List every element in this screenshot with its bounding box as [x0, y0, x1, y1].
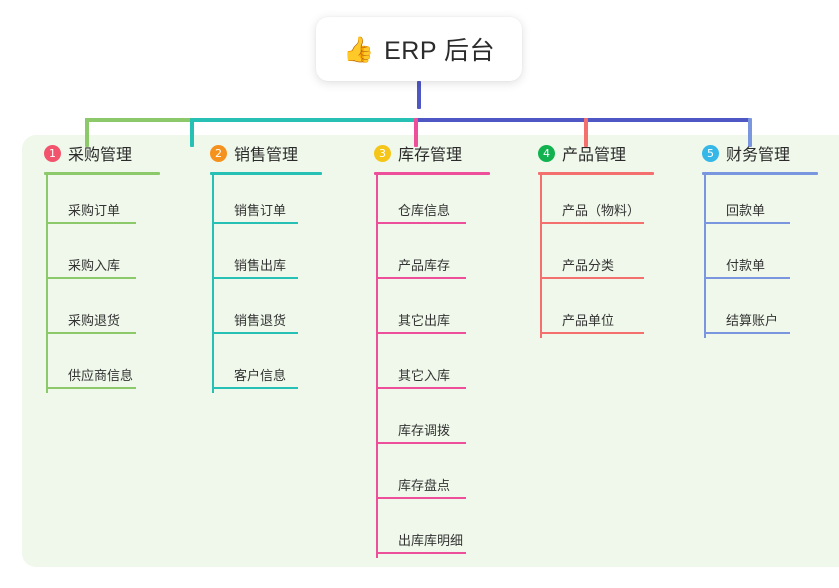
tree-item-rule [376, 277, 466, 279]
connector-drop-col-1 [85, 118, 89, 147]
column-spine [704, 173, 706, 338]
column-产品管理: 4 产品管理产品（物料） 产品分类产品单位 [524, 135, 654, 338]
tree-item-rule [376, 387, 466, 389]
connector-bus-segment-2 [192, 118, 418, 122]
tree-item-label: 库存盘点 [398, 478, 451, 493]
tree-item-label: 客户信息 [234, 368, 287, 383]
column-header-4[interactable]: 4 产品管理 [524, 135, 626, 171]
column-header-2[interactable]: 2 销售管理 [196, 135, 298, 171]
tree-item-label: 采购退货 [68, 313, 121, 328]
tree-item-rule [46, 222, 136, 224]
tree-item-rule [212, 332, 298, 334]
diagram-panel [22, 135, 839, 567]
connector-root-stem [417, 81, 421, 109]
column-spine [376, 173, 378, 558]
tree-item-label: 仓库信息 [398, 203, 451, 218]
column-header-3[interactable]: 3 库存管理 [360, 135, 462, 171]
tree-item-label: 采购入库 [68, 258, 121, 273]
tree-item-rule [540, 277, 644, 279]
tree-item-rule [46, 387, 136, 389]
connector-bus-segment-3 [416, 118, 750, 122]
column-badge-1: 1 [44, 144, 61, 162]
column-header-rule [44, 172, 160, 175]
column-title: 产品管理 [562, 147, 627, 164]
tree-item-rule [376, 442, 466, 444]
column-header-rule [374, 172, 490, 175]
column-badge-2: 2 [210, 144, 227, 162]
tree-item-label: 销售订单 [234, 203, 287, 218]
tree-item-rule [376, 222, 466, 224]
column-badge-3: 3 [374, 144, 391, 162]
column-header-rule [210, 172, 322, 175]
column-header-rule [702, 172, 818, 175]
tree-item-rule [46, 332, 136, 334]
tree-item-label: 产品分类 [562, 258, 615, 273]
tree-item-label: 库存调拨 [398, 423, 451, 438]
tree-item-rule [212, 277, 298, 279]
tree-item-label: 付款单 [726, 258, 766, 273]
tree-item-rule [376, 497, 466, 499]
tree-item-rule [212, 222, 298, 224]
tree-item-rule [540, 222, 644, 224]
connector-drop-col-3 [414, 118, 418, 147]
tree-item-label: 供应商信息 [68, 368, 134, 383]
tree-item-label: 产品库存 [398, 258, 451, 273]
tree-item-label: 产品（物料） [562, 203, 641, 218]
column-title: 财务管理 [726, 147, 791, 164]
connector-drop-col-2 [190, 118, 194, 147]
column-badge-5: 5 [702, 144, 719, 162]
column-badge-4: 4 [538, 144, 555, 162]
tree-item-rule [46, 277, 136, 279]
column-spine [212, 173, 214, 393]
column-title: 销售管理 [234, 147, 299, 164]
tree-item-label: 其它入库 [398, 368, 451, 383]
tree-item-label: 回款单 [726, 203, 766, 218]
column-spine [540, 173, 542, 338]
tree-item-rule [376, 552, 466, 554]
tree-item-label: 采购订单 [68, 203, 121, 218]
thumbs-up-icon: 👍 [342, 35, 375, 64]
tree-item-label: 销售出库 [234, 258, 287, 273]
column-采购管理: 1 采购管理采购订单采购入库采购退货供应商信息 [30, 135, 160, 393]
tree-item-rule [704, 277, 790, 279]
column-库存管理: 3 库存管理仓库信息产品库存其它出库其它入库库存调拨库存盘点出库库明细 [360, 135, 490, 558]
column-container: 1 采购管理采购订单采购入库采购退货供应商信息 2 销售管理销售订单销售出库销售退货客… [0, 135, 839, 567]
tree-item-label: 结算账户 [726, 313, 779, 328]
column-header-5[interactable]: 5 财务管理 [688, 135, 790, 171]
tree-item-rule [704, 222, 790, 224]
root-node-label: ERP 后台 [384, 37, 496, 65]
tree-item-rule [212, 387, 298, 389]
column-财务管理: 5 财务管理回款单付款单结算账户 [688, 135, 818, 338]
tree-item-label: 销售退货 [234, 313, 287, 328]
column-spine [46, 173, 48, 393]
tree-item-label: 出库库明细 [398, 533, 464, 548]
column-header-rule [538, 172, 654, 175]
tree-item-rule [376, 332, 466, 334]
column-销售管理: 2 销售管理销售订单销售出库销售退货客户信息 [196, 135, 322, 393]
tree-item-rule [540, 332, 644, 334]
root-node[interactable]: 👍 ERP 后台 [316, 17, 522, 81]
connector-drop-col-4 [584, 118, 588, 147]
tree-item-rule [704, 332, 790, 334]
column-title: 库存管理 [398, 147, 463, 164]
connector-bus-segment-1 [85, 118, 192, 122]
connector-drop-col-5 [748, 118, 752, 147]
tree-item-label: 产品单位 [562, 313, 615, 328]
tree-item-label: 其它出库 [398, 313, 451, 328]
column-header-1[interactable]: 1 采购管理 [30, 135, 132, 171]
column-title: 采购管理 [68, 147, 133, 164]
